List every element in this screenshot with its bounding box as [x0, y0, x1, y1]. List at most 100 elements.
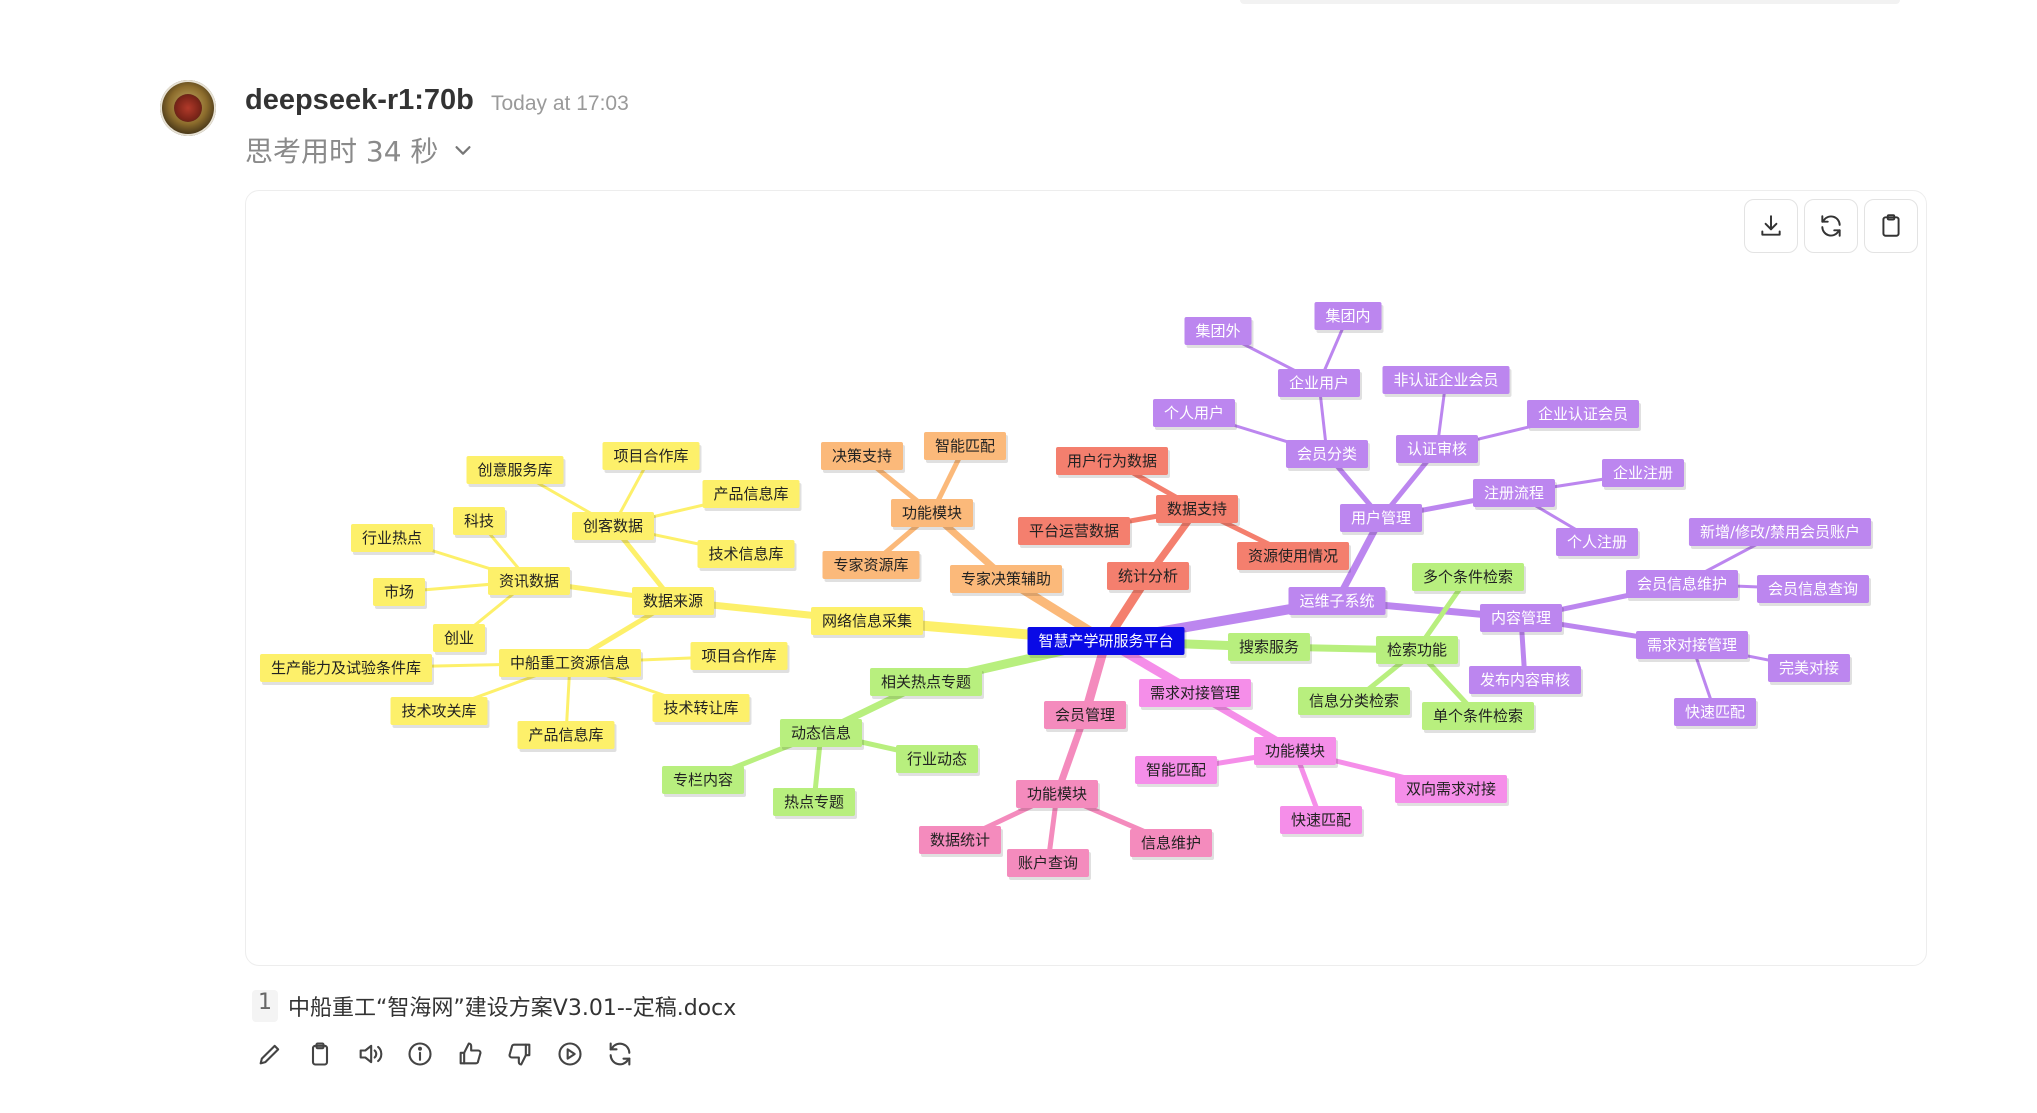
node-label: 技术攻关库: [401, 702, 476, 720]
regenerate-button[interactable]: [606, 1040, 634, 1068]
mindmap-node-ckd: 创客数据: [571, 512, 657, 543]
node-label: 功能模块: [1265, 742, 1325, 760]
node-box: [350, 524, 434, 552]
reference-index: 1: [252, 990, 278, 1022]
mindmap-node-gnmk1: 功能模块: [890, 499, 976, 530]
mindmap-node-zjjc: 专家决策辅助: [949, 565, 1065, 596]
clipboard-icon: [1882, 214, 1900, 237]
node-label: 行业动态: [907, 750, 967, 768]
mindmap-node-ptyy: 平台运营数据: [1017, 517, 1133, 548]
download-icon: [1761, 215, 1781, 236]
edit-button[interactable]: [256, 1040, 284, 1068]
node-label: 企业用户: [1289, 374, 1349, 392]
mindmap-node-grzc: 个人注册: [1555, 528, 1641, 559]
node-box: [1411, 563, 1525, 591]
mindmap-node-qyyh: 企业用户: [1277, 369, 1363, 400]
mindmap-node-ywz: 运维子系统: [1288, 587, 1388, 618]
node-label: 会员分类: [1297, 445, 1357, 463]
node-box: [1134, 756, 1218, 784]
node-label: 信息分类检索: [1309, 692, 1399, 710]
node-box: [1673, 698, 1757, 726]
node-box: [810, 607, 924, 635]
node-box: [1017, 517, 1131, 545]
node-box: [1043, 701, 1127, 729]
node-box: [390, 697, 488, 725]
node-label: 专家资源库: [833, 556, 908, 574]
mindmap-node-jszr: 技术转让库: [652, 694, 752, 725]
node-label: 会员信息查询: [1768, 580, 1858, 598]
node-box: [1756, 575, 1870, 603]
continue-button[interactable]: [556, 1040, 584, 1068]
node-label: 个人注册: [1567, 533, 1627, 551]
thumbs-down-button[interactable]: [506, 1040, 534, 1068]
mindmap-node-sjtj: 数据统计: [918, 826, 1004, 857]
node-label: 内容管理: [1491, 609, 1551, 627]
mindmap-node-xmhzk2: 项目合作库: [690, 642, 790, 673]
mindmap-node-cy: 创业: [432, 624, 488, 655]
node-label: 项目合作库: [613, 447, 688, 465]
mindmap-node-sc: 市场: [372, 578, 428, 609]
mindmap-node-sxxq: 双向需求对接: [1394, 775, 1510, 806]
mindmap-card: 网络信息采集数据来源创客数据创意服务库项目合作库产品信息库技术信息库资讯数据科技…: [245, 190, 1927, 966]
node-label: 需求对接管理: [1150, 684, 1240, 702]
node-label: 决策支持: [832, 447, 892, 465]
speaker-icon: [359, 1044, 383, 1064]
mindmap-node-frz: 非认证企业会员: [1382, 366, 1512, 397]
node-box: [1055, 447, 1169, 475]
node-box: [1138, 679, 1252, 707]
mindmap-node-xzxg: 新增/修改/禁用会员账户: [1688, 518, 1874, 549]
play-icon: [558, 1042, 582, 1066]
mindmap-node-xxfljs: 信息分类检索: [1297, 687, 1413, 718]
node-box: [890, 499, 974, 527]
node-box: [432, 624, 486, 652]
node-box: [869, 668, 983, 696]
node-box: [1468, 666, 1582, 694]
mindmap-node-rdzt: 热点专题: [772, 788, 858, 819]
node-label: 多个条件检索: [1423, 568, 1513, 586]
previous-message-edge: [1240, 0, 1900, 4]
copy-message-button[interactable]: [306, 1040, 334, 1068]
mindmap-node-sjly: 数据来源: [631, 587, 717, 618]
download-button[interactable]: [1744, 199, 1798, 253]
node-label: 动态信息: [791, 724, 851, 742]
mindmap-node-zczg: 中船重工资源信息: [498, 649, 644, 680]
mindmap-node-kj: 科技: [452, 507, 508, 538]
thinking-toggle[interactable]: 思考用时 34 秒: [245, 130, 474, 170]
node-box: [822, 551, 920, 579]
node-label: 创业: [444, 629, 474, 647]
source-reference[interactable]: 1 中船重工“智海网”建设方案V3.01--定稿.docx: [252, 990, 736, 1022]
node-label: 注册流程: [1484, 484, 1544, 502]
thumbs-up-button[interactable]: [456, 1040, 484, 1068]
mindmap-node-kspp3: 快速匹配: [1279, 806, 1365, 837]
mindmap-node-scnl: 生产能力及试验条件库: [259, 654, 435, 685]
node-box: [820, 442, 904, 470]
node-box: [661, 766, 745, 794]
refresh-button[interactable]: [1804, 199, 1858, 253]
node-label: 快速匹配: [1685, 703, 1745, 721]
node-box: [1472, 479, 1556, 507]
edit-icon: [259, 1044, 280, 1065]
mindmap-node-root: 智慧产学研服务平台: [1027, 627, 1187, 658]
copy-button[interactable]: [1864, 199, 1918, 253]
node-label: 市场: [384, 583, 414, 601]
node-box: [772, 788, 856, 816]
mindmap-node-rzsh: 认证审核: [1395, 435, 1481, 466]
node-box: [895, 745, 979, 773]
node-box: [1555, 528, 1639, 556]
mindmap-node-xxwh: 信息维护: [1129, 829, 1215, 860]
node-box: [918, 826, 1002, 854]
mindmap-node-tjfx: 统计分析: [1106, 562, 1192, 593]
node-box: [652, 694, 750, 722]
node-label: 双向需求对接: [1406, 780, 1496, 798]
read-aloud-button[interactable]: [356, 1040, 384, 1068]
info-button[interactable]: [406, 1040, 434, 1068]
node-label: 网络信息采集: [822, 612, 912, 630]
node-label: 项目合作库: [701, 647, 776, 665]
node-label: 完美对接: [1779, 659, 1839, 677]
node-box: [1106, 562, 1190, 590]
mindmap-node-qyrz: 企业认证会员: [1526, 400, 1642, 431]
node-label: 资讯数据: [499, 572, 559, 590]
node-box: [466, 456, 564, 484]
mindmap-node-wmdj: 完美对接: [1767, 654, 1853, 685]
node-box: [1152, 399, 1236, 427]
